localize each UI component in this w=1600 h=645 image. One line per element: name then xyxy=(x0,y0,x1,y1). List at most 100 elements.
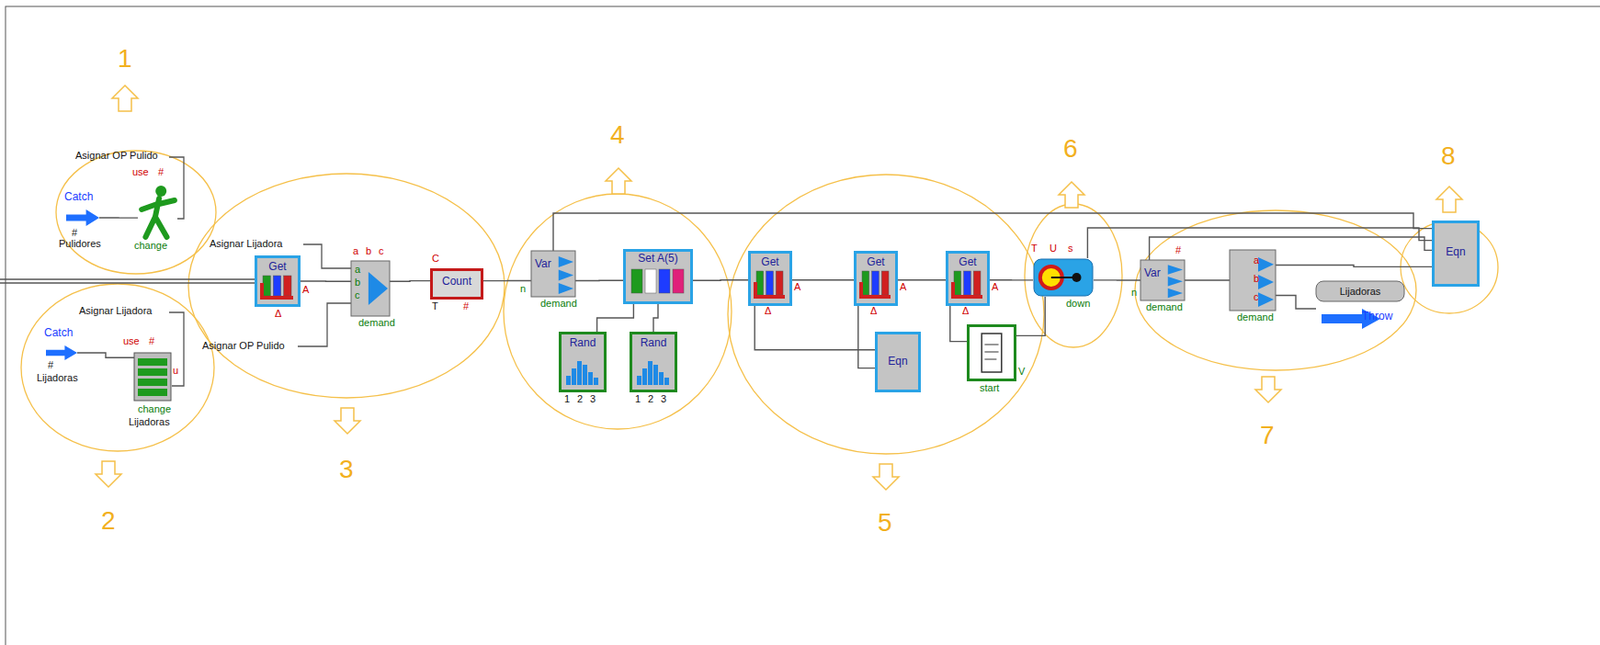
block-name: Rand xyxy=(640,337,668,349)
port-label: n xyxy=(520,283,526,295)
port-label: u xyxy=(172,365,179,376)
resource-item-block: use#uchangeLijadoras xyxy=(134,352,171,401)
callout-number: 8 xyxy=(1441,143,1456,170)
connection-wire xyxy=(989,279,1033,282)
port-label: n xyxy=(1131,287,1137,298)
block-name: Get xyxy=(268,260,286,273)
port-label: change xyxy=(137,404,171,415)
block-name: Count xyxy=(442,275,472,287)
connection-wire xyxy=(1184,279,1230,281)
callout-number: 7 xyxy=(1259,422,1275,449)
connection-wire xyxy=(483,280,532,283)
connection-wire xyxy=(99,216,138,219)
port-label: demand xyxy=(540,298,578,309)
connection-wire xyxy=(754,306,875,351)
port-label: c xyxy=(1253,292,1260,303)
port-label: Pulidores xyxy=(58,238,102,250)
man-icon xyxy=(137,181,177,239)
block-name: Get xyxy=(866,256,885,268)
stack-icon xyxy=(134,352,171,401)
callout-number: 6 xyxy=(1063,136,1079,162)
port-label: A xyxy=(794,282,801,293)
unbatch-block: abcdemand xyxy=(1229,249,1276,311)
port-label: 1 xyxy=(564,394,570,405)
get-block: GetAΔ xyxy=(945,250,990,307)
port-label: 1 xyxy=(635,394,641,405)
catch-icon xyxy=(66,209,100,227)
callout-number: 5 xyxy=(877,510,893,536)
var-icon xyxy=(1140,260,1185,301)
port-label: Δ xyxy=(274,308,282,319)
port-label: Lijadoras xyxy=(1339,286,1382,297)
random-block: Rand123 xyxy=(558,331,607,393)
port-label: Δ xyxy=(764,306,772,317)
callout-number: 1 xyxy=(117,45,133,72)
connection-wire xyxy=(692,279,749,282)
clipboard-block: startV xyxy=(966,324,1017,382)
callout-number: 4 xyxy=(610,122,625,148)
block-name: Set A(5) xyxy=(637,252,678,264)
equation-block: Eqn xyxy=(874,331,921,393)
connection-wire xyxy=(1016,296,1045,336)
set-block: Set A(5) xyxy=(623,249,693,305)
port-label: V xyxy=(1018,366,1025,377)
port-label: c xyxy=(354,290,361,301)
port-label: s xyxy=(1067,243,1074,254)
connection-wire xyxy=(897,279,946,281)
count-block: CountCT# xyxy=(430,268,484,300)
port-label: demand xyxy=(1236,312,1274,323)
port-label: change xyxy=(134,240,168,251)
catch-block: Catch#Lijadoras xyxy=(45,345,78,361)
port-label: a xyxy=(352,246,359,257)
get-block: GetAΔ xyxy=(748,250,793,307)
block-name: Rand xyxy=(569,337,597,349)
block-name: Get xyxy=(958,256,976,268)
connection-wire xyxy=(300,280,352,283)
port-label: b xyxy=(365,246,372,257)
callout-number: 2 xyxy=(101,508,116,534)
port-label: C xyxy=(431,253,440,264)
connection-wire xyxy=(553,213,1432,251)
connection-wire xyxy=(389,280,431,283)
block-name: Var xyxy=(534,258,552,270)
block-name: Eqn xyxy=(1445,246,1465,258)
port-label: Catch xyxy=(44,327,73,339)
block-name: Var xyxy=(1144,267,1161,279)
connection-wire xyxy=(1149,237,1432,261)
port-label: demand xyxy=(358,317,396,329)
connection-wire xyxy=(1275,265,1432,268)
port-label: 3 xyxy=(660,394,667,405)
port-label: # xyxy=(1175,245,1181,256)
port-label: 2 xyxy=(577,394,583,405)
unbatch-icon xyxy=(1229,249,1276,311)
port-label: # xyxy=(158,167,164,178)
port-label: U xyxy=(1049,243,1057,254)
port-label: # xyxy=(148,336,155,347)
port-label: # xyxy=(71,227,78,239)
port-label: A xyxy=(991,282,999,293)
port-label: 3 xyxy=(590,394,596,405)
worksheet-frame xyxy=(5,6,1600,645)
port-label: Catch xyxy=(64,191,93,203)
port-label: T xyxy=(431,301,439,312)
callout-arrows xyxy=(95,85,1463,490)
port-label: Lijadoras xyxy=(36,373,79,384)
get-block: GetAΔ xyxy=(853,250,898,307)
connection-wire xyxy=(575,280,624,283)
act-icon xyxy=(1032,258,1094,297)
port-label: Δ xyxy=(962,306,969,317)
port-label: a xyxy=(354,264,361,275)
connection-name: Asignar OP Pulido xyxy=(202,340,285,352)
port-label: 2 xyxy=(647,394,654,405)
connection-wire xyxy=(1275,295,1317,310)
port-label: use xyxy=(123,336,140,347)
clip-icon xyxy=(966,324,1017,382)
connection-wire xyxy=(597,304,635,332)
port-label: Throw xyxy=(1361,310,1393,322)
select-block: Varndemand xyxy=(531,250,576,297)
get-block: GetAΔ xyxy=(254,255,301,307)
connection-wire xyxy=(77,352,135,358)
port-label: demand xyxy=(1146,302,1183,313)
port-label: b xyxy=(354,277,361,288)
